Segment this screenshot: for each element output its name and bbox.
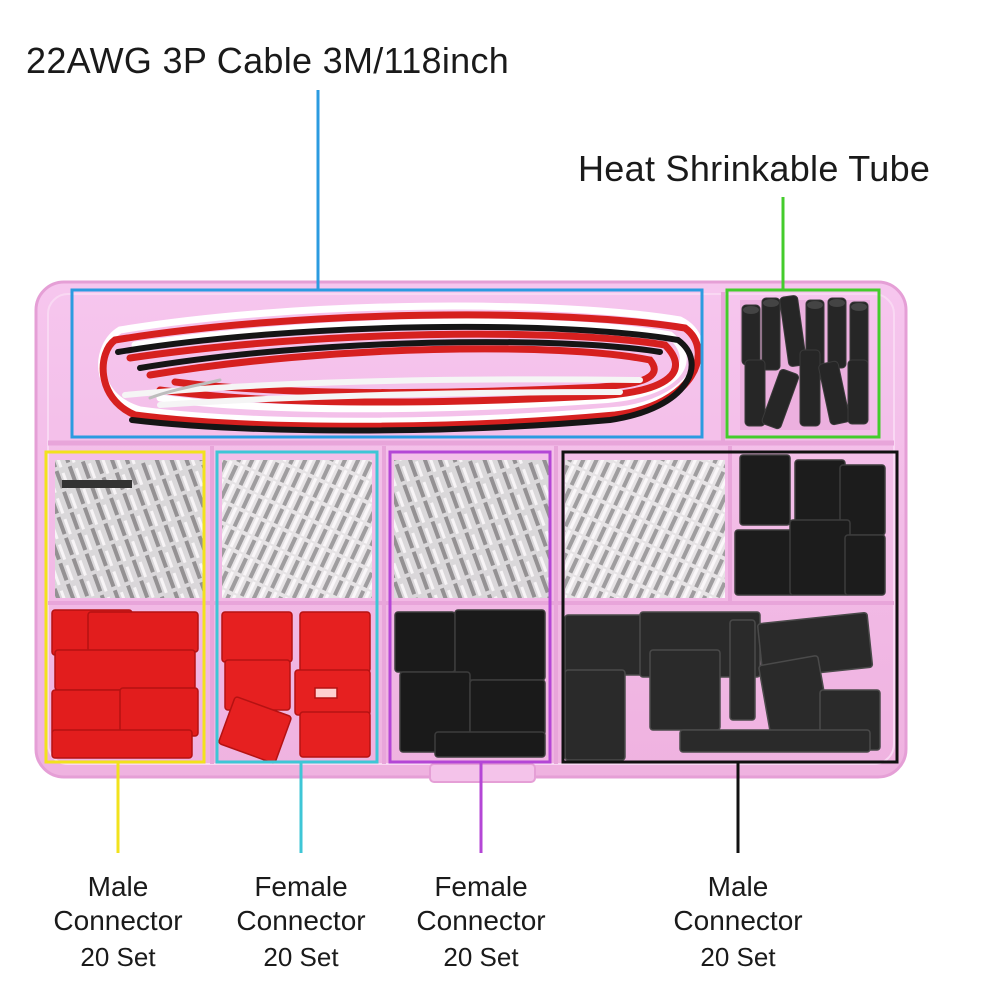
caption-line1: Female <box>254 871 348 902</box>
crimp-pins <box>55 460 725 598</box>
caption-line2: Connector <box>236 905 366 936</box>
red-female-housings <box>218 611 371 764</box>
female-red-highlight-box <box>215 450 379 764</box>
caption-line2: Connector <box>416 905 546 936</box>
cable-label: 22AWG 3P Cable 3M/118inch <box>26 40 510 81</box>
caption-line1: Male <box>707 871 769 902</box>
caption-female-black: Female Connector 20 Set <box>391 870 571 974</box>
black-female-housings <box>394 609 546 758</box>
coiled-3p-cable <box>98 302 704 434</box>
caption-line2: Connector <box>673 905 803 936</box>
red-male-housings <box>51 609 199 759</box>
caption-count: 20 Set <box>700 942 776 972</box>
caption-count: 20 Set <box>263 942 339 972</box>
male-black-highlight-box <box>561 450 899 764</box>
heat-shrink-tubes <box>740 295 870 430</box>
caption-line2: Connector <box>53 905 183 936</box>
caption-male-black: Male Connector 20 Set <box>648 870 828 974</box>
caption-count: 20 Set <box>443 942 519 972</box>
female-black-highlight-box <box>388 450 552 764</box>
tube-highlight-box <box>725 288 881 439</box>
tube-label: Heat Shrinkable Tube <box>578 148 931 189</box>
caption-line1: Male <box>87 871 149 902</box>
caption-line1: Female <box>434 871 528 902</box>
caption-count: 20 Set <box>80 942 156 972</box>
caption-male-red: Male Connector 20 Set <box>28 870 208 974</box>
caption-female-red: Female Connector 20 Set <box>211 870 391 974</box>
cable-highlight-box <box>70 288 704 439</box>
black-male-housings <box>564 611 881 761</box>
male-red-highlight-box <box>44 450 206 764</box>
black-housings-top <box>734 454 886 596</box>
